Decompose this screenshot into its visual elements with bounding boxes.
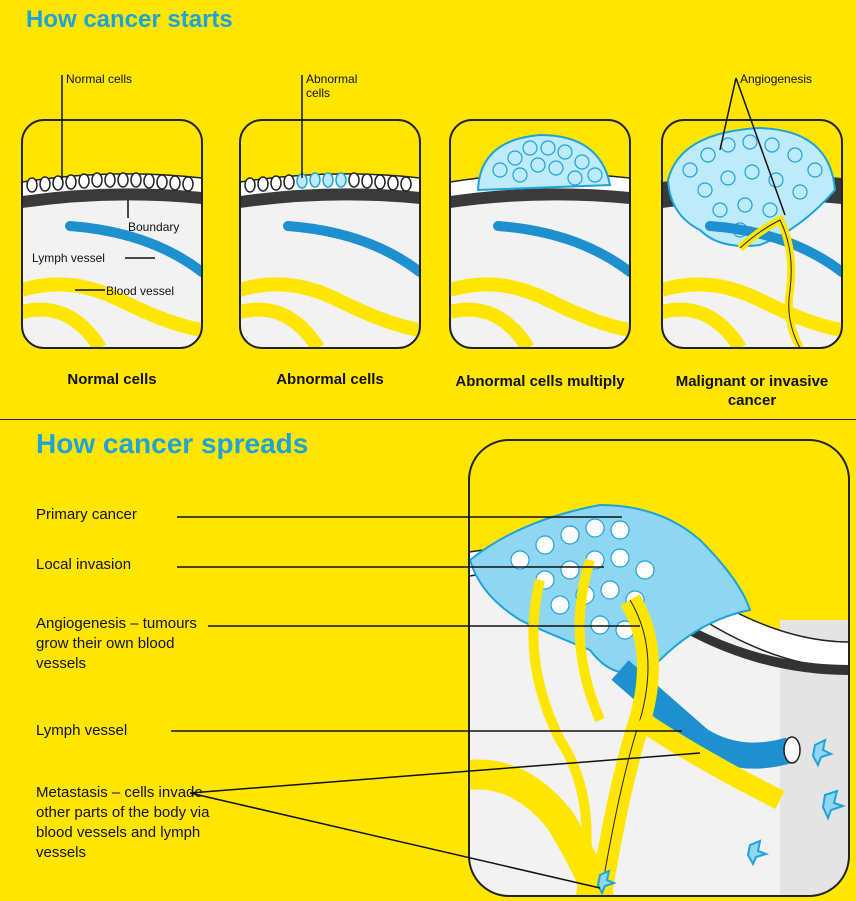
panel-abnormal-cells: [240, 120, 420, 348]
caption-malignant-cancer: Malignant or invasive cancer: [662, 372, 842, 410]
label-primary-cancer: Primary cancer: [36, 505, 137, 525]
panel-abnormal-cells-multiply: [450, 120, 630, 348]
label-boundary: Boundary: [128, 220, 179, 234]
label-lymph-vessel: Lymph vessel: [32, 251, 105, 265]
caption-normal-cells: Normal cells: [22, 370, 202, 389]
label-angiogenesis-spread: Angiogenesis – tumours grow their own bl…: [36, 614, 208, 674]
label-metastasis: Metastasis – cells invade other parts of…: [36, 783, 221, 863]
label-abnormal-cells: Abnormal cells: [306, 72, 366, 100]
label-lymph-vessel-spread: Lymph vessel: [36, 721, 127, 741]
label-blood-vessel: Blood vessel: [106, 284, 174, 298]
label-normal-cells: Normal cells: [66, 72, 132, 86]
label-local-invasion: Local invasion: [36, 555, 131, 575]
caption-abnormal-multiply: Abnormal cells multiply: [450, 372, 630, 391]
how-cancer-starts-panels: [0, 0, 856, 420]
label-angiogenesis: Angiogenesis: [740, 72, 812, 86]
caption-abnormal-cells: Abnormal cells: [240, 370, 420, 389]
panel-normal-cells: [22, 120, 202, 348]
panel-malignant-cancer: [662, 120, 842, 348]
